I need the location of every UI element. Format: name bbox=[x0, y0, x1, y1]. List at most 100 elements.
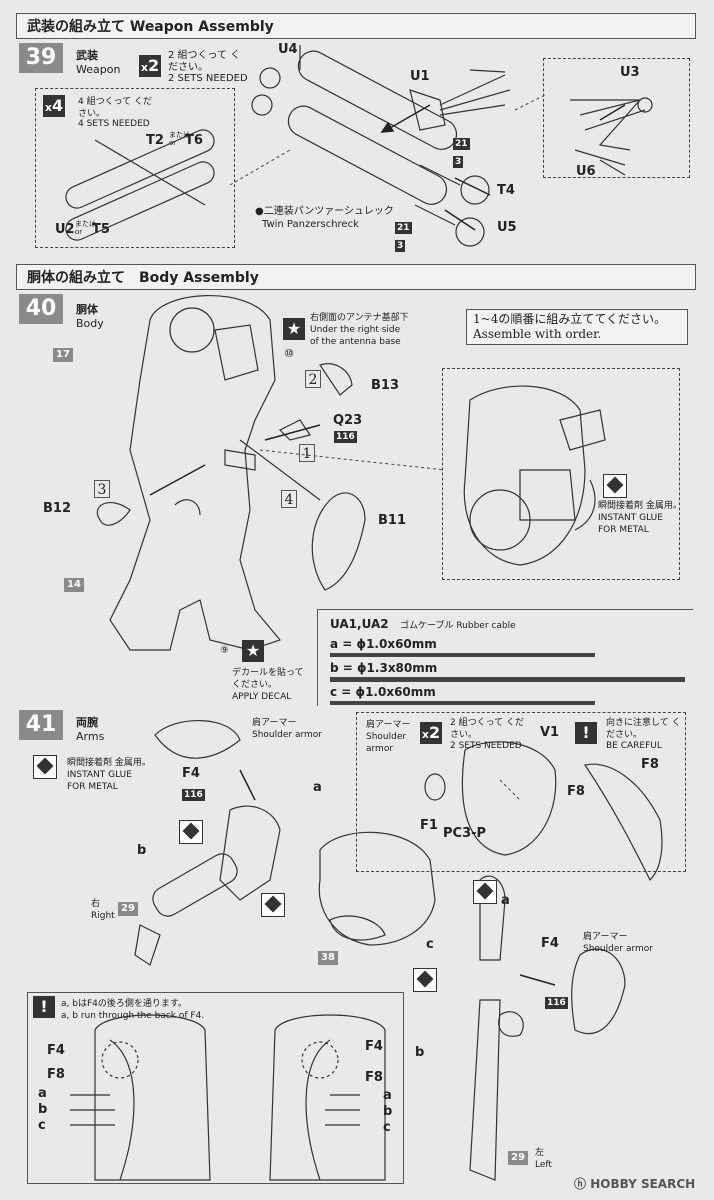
glue-icon-4 bbox=[261, 893, 285, 917]
right-label-jp: 右 bbox=[91, 899, 101, 909]
sets41-jp: 2 組つくって ください。 bbox=[450, 718, 524, 740]
glue-note-jp: 瞬間接着剤 金属用。 bbox=[598, 501, 682, 511]
order-box-3: 3 bbox=[94, 480, 110, 498]
shoulder-label-en: Shoulder armor bbox=[252, 730, 322, 740]
back-label-c-left: c bbox=[38, 1118, 46, 1133]
back-label-b-right: b bbox=[383, 1104, 393, 1119]
part-label-pc3p: PC3-P bbox=[443, 826, 487, 841]
part-label-t6: T6 bbox=[185, 133, 203, 148]
glue-note-en1: INSTANT GLUE bbox=[598, 513, 663, 523]
back-note-jp: a, bはF4の後ろ側を通ります。 bbox=[61, 999, 187, 1009]
section-header-weapon: 武装の組み立て Weapon Assembly bbox=[16, 13, 696, 39]
antenna-note-jp: 右側面のアンテナ基部下 bbox=[310, 313, 409, 323]
right-arm-drawing bbox=[134, 719, 281, 966]
cable-a-line bbox=[330, 653, 595, 657]
inset-box-shoulder bbox=[356, 712, 686, 872]
care-icon: ! bbox=[575, 722, 597, 744]
part-label-f8-a: F8 bbox=[641, 757, 659, 772]
sets-note-jp: 2 組つくって ください。 bbox=[168, 50, 241, 73]
part-label-u1: U1 bbox=[410, 69, 430, 84]
order-note-jp: 1~4の順番に組み立ててください。 bbox=[473, 312, 666, 326]
part-label-u3: T2 bbox=[146, 133, 164, 148]
order-box-2: 2 bbox=[305, 370, 321, 388]
part-label-t2: U3 bbox=[620, 65, 640, 80]
glue2-en2: FOR METAL bbox=[67, 782, 118, 792]
inset-box-body bbox=[442, 368, 680, 580]
shoulder-inset-drawing bbox=[424, 741, 663, 882]
order-note-box: 1~4の順番に組み立ててください。 Assemble with order. bbox=[466, 309, 688, 345]
cable-b-label: b = ϕ1.3x80mm bbox=[330, 661, 438, 675]
part-label-u2: U2 bbox=[55, 222, 75, 237]
star-icon: ★ bbox=[283, 318, 305, 340]
section-header-body: 胴体の組み立て Body Assembly bbox=[16, 264, 696, 290]
body-drawing bbox=[96, 295, 366, 651]
step41-name-jp: 両腕 bbox=[76, 716, 98, 729]
frame-drawing bbox=[570, 97, 653, 176]
caption-en: Twin Panzerschreck bbox=[262, 219, 359, 230]
cable-c-label: c = ϕ1.0x60mm bbox=[330, 685, 436, 699]
antenna-note-en2: of the antenna base bbox=[310, 337, 401, 347]
decal-note-en: APPLY DECAL bbox=[232, 692, 292, 702]
left-label-jp: 左 bbox=[535, 1148, 545, 1158]
tag-116-arm: 116 bbox=[182, 789, 205, 801]
back-label-a-right: a bbox=[383, 1088, 392, 1103]
part-label-b12: B12 bbox=[43, 501, 71, 516]
watermark: ⓗ HOBBY SEARCH bbox=[574, 1175, 695, 1192]
ref-tag-29b: 29 bbox=[508, 1151, 528, 1165]
part-label-f8-b: F8 bbox=[567, 784, 585, 799]
order-note-en: Assemble with order. bbox=[473, 327, 602, 341]
cable-b-line bbox=[330, 677, 685, 682]
back-label-f4-left: F4 bbox=[47, 1043, 65, 1058]
inset-sets-en: 4 SETS NEEDED bbox=[78, 119, 150, 129]
cable-letter-c2: c bbox=[426, 937, 434, 952]
shoulder3-en: Shoulder armor bbox=[583, 944, 653, 954]
shoulder2-en-a: Shoulder bbox=[366, 732, 407, 742]
tag-116-arm2: 116 bbox=[545, 997, 568, 1009]
glue-icon-6 bbox=[413, 968, 437, 992]
inset-launcher-drawing bbox=[65, 129, 215, 241]
order-box-4: 4 bbox=[281, 490, 297, 508]
back-note-en: a, b run through the back of F4. bbox=[61, 1011, 205, 1021]
part-label-b13: B13 bbox=[371, 378, 399, 393]
right-label-en: Right bbox=[91, 911, 115, 921]
inset-multiplier-badge: x4 bbox=[43, 95, 65, 117]
part-label-t5: T5 bbox=[92, 222, 110, 237]
inset-box-frame bbox=[543, 58, 690, 178]
launcher-drawing bbox=[251, 45, 511, 247]
back-label-a-left: a bbox=[38, 1086, 47, 1101]
glue-note-en2: FOR METAL bbox=[598, 525, 649, 535]
back-label-f4-right: F4 bbox=[365, 1039, 383, 1054]
part-label-v1: V1 bbox=[540, 725, 560, 740]
part-label-u5: U5 bbox=[497, 220, 517, 235]
back-label-f8-left: F8 bbox=[47, 1067, 65, 1082]
step40-name-en: Body bbox=[76, 317, 104, 330]
left-label-en: Left bbox=[535, 1160, 552, 1170]
cable-title: UA1,UA2 bbox=[330, 617, 389, 631]
step-name-en: Weapon bbox=[76, 63, 121, 76]
torso-drawing bbox=[318, 831, 436, 946]
inset-box-back bbox=[27, 992, 404, 1184]
cable-note: ゴムケーブル Rubber cable bbox=[400, 621, 516, 631]
cable-c-line bbox=[330, 701, 595, 705]
back-label-f8-right: F8 bbox=[365, 1070, 383, 1085]
sets-note-en: 2 SETS NEEDED bbox=[168, 73, 248, 84]
glue2-jp: 瞬間接着剤 金属用。 bbox=[67, 758, 151, 768]
glue-icon bbox=[603, 474, 627, 498]
back-view-drawing bbox=[70, 1014, 386, 1181]
step-number-41: 41 bbox=[19, 710, 63, 740]
left-arm-drawing bbox=[469, 875, 626, 1181]
body-inset-drawing bbox=[463, 385, 606, 566]
part-label-t4: T4 bbox=[497, 183, 515, 198]
step-name-jp: 武装 bbox=[76, 49, 98, 62]
part-label-q23: Q23 bbox=[333, 413, 363, 428]
cable-letter-b1: b bbox=[137, 843, 147, 858]
ref-tag-29a: 29 bbox=[118, 902, 138, 916]
watermark-text: HOBBY SEARCH bbox=[590, 1177, 696, 1191]
order-box-1: 1 bbox=[299, 444, 315, 462]
shoulder-label-jp: 肩アーマー bbox=[252, 718, 297, 728]
decal-note-jp: デカールを貼って ください。 bbox=[232, 668, 304, 690]
